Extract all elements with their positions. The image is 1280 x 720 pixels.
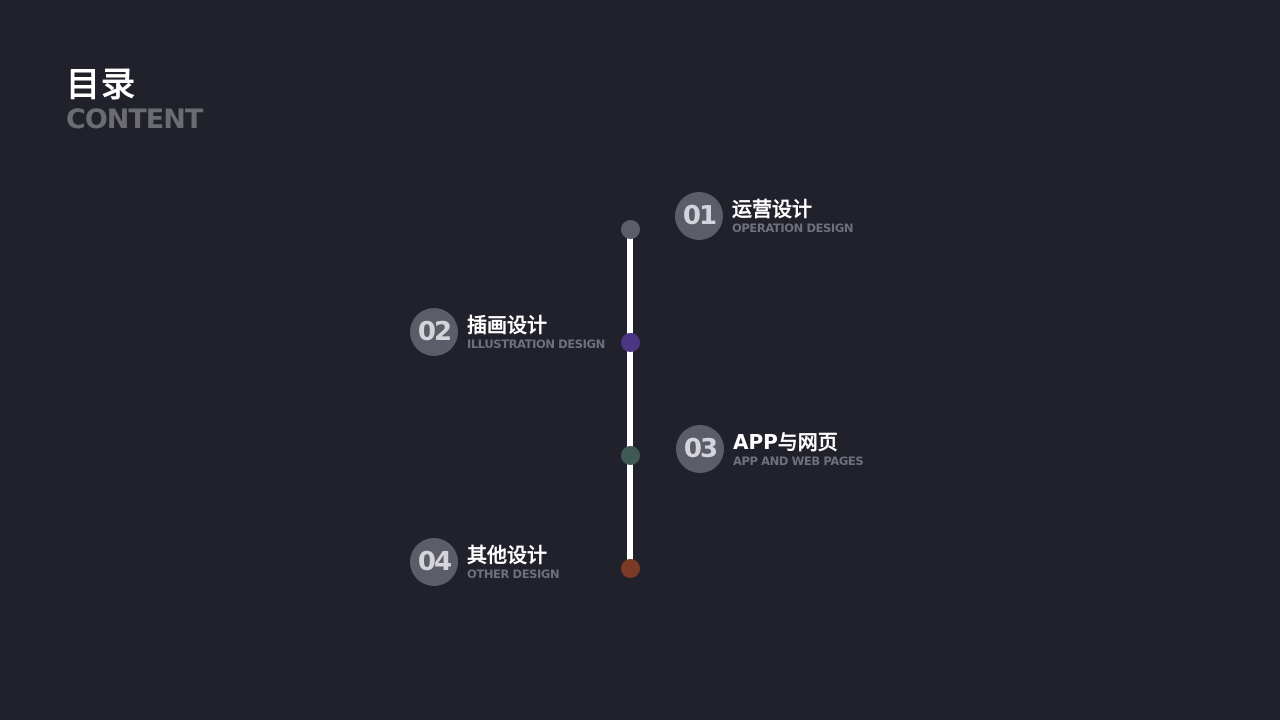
item-subtitle: APP AND WEB PAGES <box>733 454 864 468</box>
item-text: 其他设计 OTHER DESIGN <box>467 543 560 581</box>
item-title: APP与网页 <box>733 430 838 454</box>
timeline-dot-4 <box>621 559 640 578</box>
item-number-badge: 04 <box>410 538 458 586</box>
item-subtitle: OTHER DESIGN <box>467 567 560 581</box>
item-title: 插画设计 <box>467 313 547 337</box>
page-title: 目录 <box>66 65 136 105</box>
timeline-dot-3 <box>621 446 640 465</box>
item-number-badge: 02 <box>410 308 458 356</box>
timeline-item-app-web[interactable]: 03 APP与网页 APP AND WEB PAGES <box>676 425 864 473</box>
page-title-block: 目录 CONTENT <box>66 64 203 136</box>
timeline-item-illustration[interactable]: 02 插画设计 ILLUSTRATION DESIGN <box>410 308 605 356</box>
item-number-badge: 03 <box>676 425 724 473</box>
item-text: 运营设计 OPERATION DESIGN <box>732 197 853 235</box>
timeline-item-operation[interactable]: 01 运营设计 OPERATION DESIGN <box>675 192 853 240</box>
item-number-badge: 01 <box>675 192 723 240</box>
timeline-item-other[interactable]: 04 其他设计 OTHER DESIGN <box>410 538 560 586</box>
timeline-dot-2 <box>621 333 640 352</box>
timeline-dot-1 <box>621 220 640 239</box>
item-text: 插画设计 ILLUSTRATION DESIGN <box>467 313 605 351</box>
timeline-line <box>627 230 633 570</box>
item-subtitle: ILLUSTRATION DESIGN <box>467 337 605 351</box>
item-title: 其他设计 <box>467 543 547 567</box>
page-subtitle: CONTENT <box>66 104 203 135</box>
item-title: 运营设计 <box>732 197 812 221</box>
item-subtitle: OPERATION DESIGN <box>732 221 854 235</box>
item-text: APP与网页 APP AND WEB PAGES <box>733 430 864 468</box>
